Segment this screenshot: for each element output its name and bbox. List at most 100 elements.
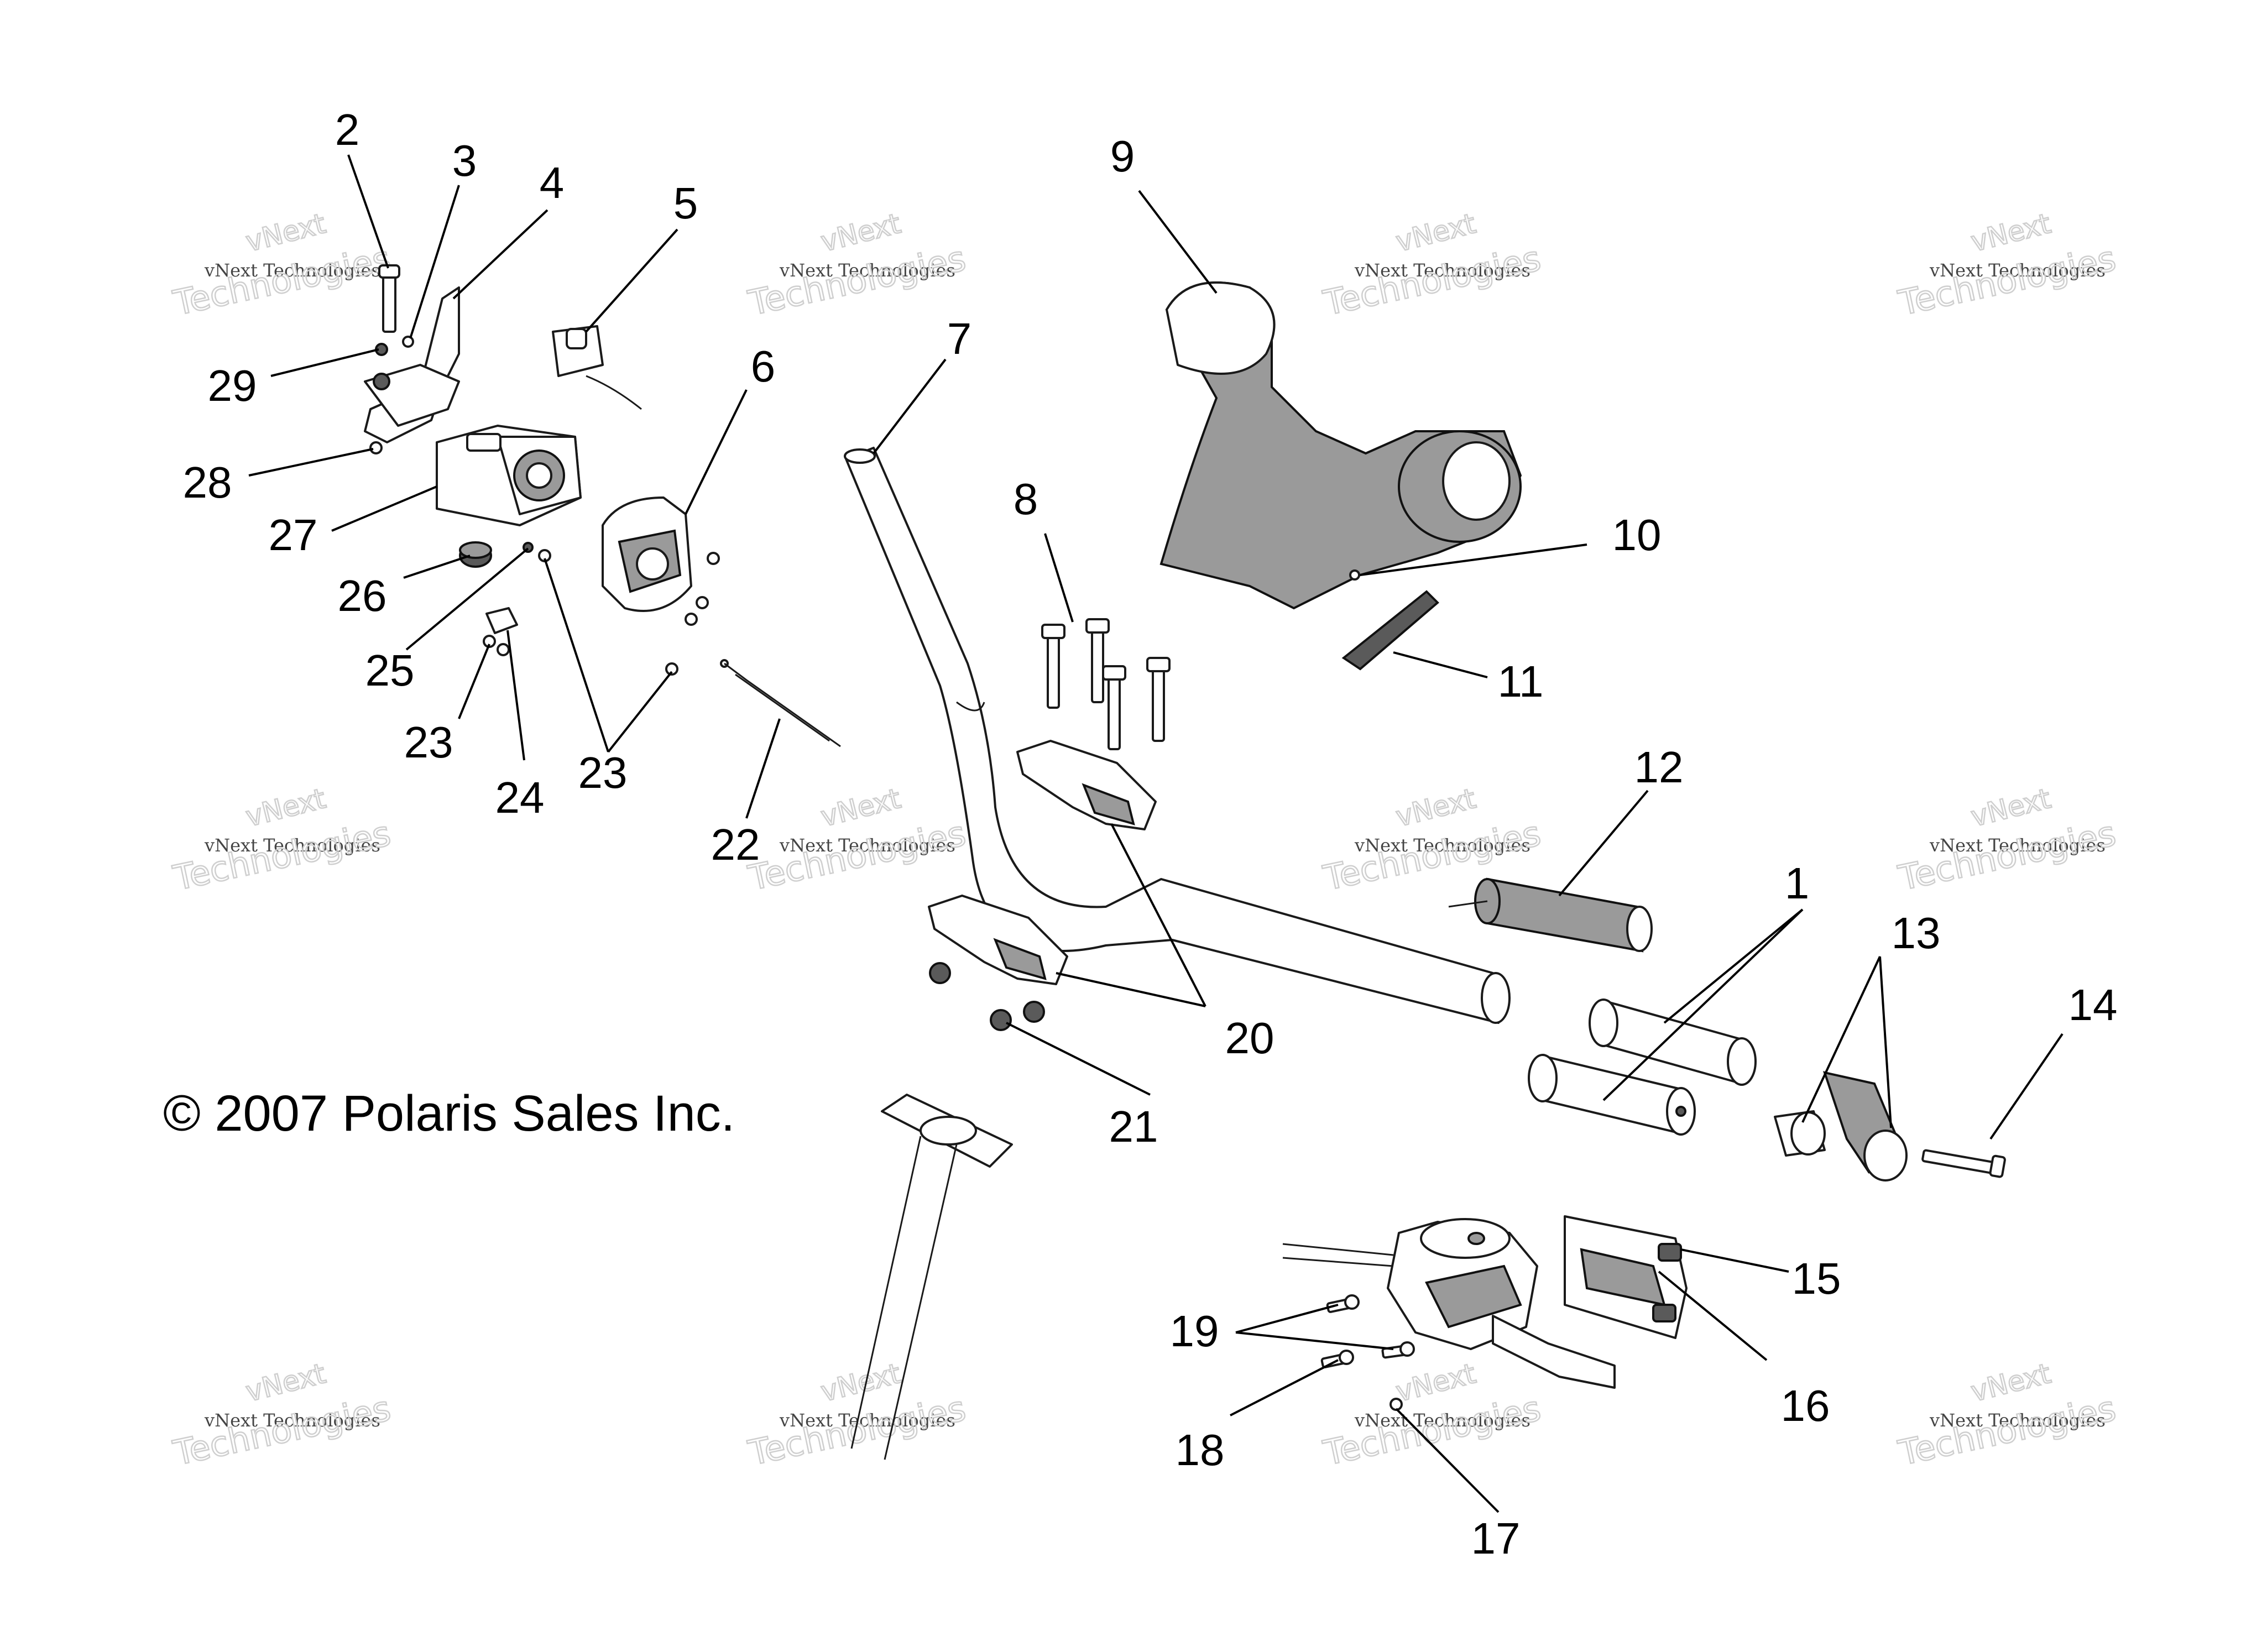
part-bar-ends-13	[1774, 1071, 1908, 1182]
svg-text:vNext Technologies: vNext Technologies	[779, 835, 955, 856]
svg-text:vNext: vNext	[818, 782, 904, 833]
part-pad-9	[1159, 281, 1522, 610]
callout-7: 7	[947, 314, 972, 363]
watermark: vNext vNext Technologies Technologies	[744, 782, 970, 899]
part-bolts-8	[1041, 618, 1171, 750]
part-screws-19	[1326, 1294, 1415, 1359]
watermark: vNext vNext Technologies Technologies	[169, 1357, 395, 1474]
callout-29: 29	[208, 361, 257, 410]
callout-23-b: 23	[404, 718, 453, 767]
svg-text:Technologies: Technologies	[1895, 813, 2119, 898]
svg-text:vNext Technologies: vNext Technologies	[1929, 1410, 2106, 1431]
part-bolt-14	[1921, 1149, 2006, 1178]
part-switch-5	[552, 325, 642, 410]
callout-28: 28	[183, 458, 232, 507]
part-cable-22	[720, 659, 841, 747]
callout-26: 26	[338, 571, 387, 620]
watermark: vNext vNext Technologies Technologies	[744, 207, 970, 324]
svg-text:vNext: vNext	[1968, 782, 2054, 833]
svg-text:vNext: vNext	[243, 1357, 329, 1408]
svg-text:Technologies: Technologies	[170, 238, 394, 323]
callout-3: 3	[452, 136, 477, 185]
svg-text:Technologies: Technologies	[1895, 1388, 2119, 1473]
callout-25: 25	[365, 646, 415, 695]
part-cap-26	[459, 541, 492, 568]
svg-text:vNext: vNext	[1968, 1357, 2054, 1408]
part-throttle-housing-27	[436, 425, 582, 526]
callout-4: 4	[540, 158, 565, 207]
svg-text:vNext: vNext	[818, 207, 904, 258]
watermark: vNext vNext Technologies Technologies	[1319, 207, 1545, 324]
part-switch-housing-15	[1564, 1215, 1688, 1339]
callout-21: 21	[1109, 1102, 1158, 1151]
svg-text:Technologies: Technologies	[170, 813, 394, 898]
callout-13: 13	[1892, 908, 1941, 958]
part-clamps-20	[928, 740, 1157, 985]
callout-18: 18	[1176, 1425, 1225, 1475]
svg-text:vNext Technologies: vNext Technologies	[1354, 835, 1531, 856]
svg-text:vNext: vNext	[1968, 207, 2054, 258]
watermark: vNext vNext Technologies Technologies	[1894, 207, 2120, 324]
svg-text:vNext: vNext	[1393, 782, 1479, 833]
svg-text:vNext Technologies: vNext Technologies	[1354, 260, 1531, 281]
svg-text:vNext Technologies: vNext Technologies	[1929, 260, 2106, 281]
svg-text:vNext: vNext	[243, 782, 329, 833]
watermark: vNext vNext Technologies Technologies	[1894, 782, 2120, 899]
part-screw-28	[369, 441, 383, 454]
svg-text:Technologies: Technologies	[170, 1388, 394, 1473]
callout-2: 2	[335, 105, 360, 154]
callout-11: 11	[1497, 657, 1543, 706]
watermark: vNext vNext Technologies Technologies	[1319, 782, 1545, 899]
part-grips-1	[1528, 998, 1757, 1136]
callout-24: 24	[495, 773, 545, 822]
leader-lines	[248, 154, 2064, 1513]
svg-text:Technologies: Technologies	[745, 238, 969, 323]
svg-text:vNext Technologies: vNext Technologies	[204, 835, 380, 856]
callout-19: 19	[1170, 1306, 1219, 1356]
callout-20: 20	[1225, 1013, 1274, 1063]
callout-14: 14	[2068, 980, 2118, 1029]
svg-text:Technologies: Technologies	[745, 1388, 969, 1473]
part-screw-17	[1390, 1398, 1403, 1411]
svg-text:vNext Technologies: vNext Technologies	[1929, 835, 2106, 856]
part-steering-post	[850, 1094, 1013, 1460]
svg-text:Technologies: Technologies	[1320, 238, 1544, 323]
part-washer-3	[402, 336, 414, 348]
svg-text:vNext: vNext	[1393, 207, 1479, 258]
callout-23: 23	[578, 748, 628, 797]
svg-text:Technologies: Technologies	[1320, 1388, 1544, 1473]
watermark: vNext vNext Technologies Technologies	[169, 207, 395, 324]
svg-text:vNext Technologies: vNext Technologies	[204, 260, 380, 281]
svg-text:vNext: vNext	[1393, 1357, 1479, 1408]
svg-text:vNext Technologies: vNext Technologies	[779, 260, 955, 281]
svg-text:vNext: vNext	[818, 1357, 904, 1408]
svg-text:vNext Technologies: vNext Technologies	[204, 1410, 380, 1431]
callouts: 1 2 3 4 5 6 7 8 9 10 11 12 13 14 15 16 1…	[183, 105, 2118, 1563]
part-plate-24	[483, 607, 678, 676]
callout-9: 9	[1110, 132, 1135, 181]
part-brake-assembly-16	[1282, 1218, 1616, 1389]
part-screw-18	[1320, 1350, 1354, 1368]
part-pin-10	[1349, 569, 1360, 581]
svg-text:Technologies: Technologies	[745, 813, 969, 898]
svg-text:vNext Technologies: vNext Technologies	[1354, 1410, 1531, 1431]
callout-15: 15	[1792, 1254, 1841, 1303]
part-nuts-21	[929, 962, 1045, 1031]
part-grip-12	[1448, 877, 1653, 953]
part-bolt-2	[378, 264, 400, 333]
callout-6: 6	[751, 342, 776, 391]
callout-27: 27	[269, 510, 318, 560]
callout-12: 12	[1634, 743, 1684, 792]
callout-17: 17	[1471, 1514, 1521, 1563]
watermark: vNext vNext Technologies Technologies	[1319, 1357, 1545, 1474]
part-cover-6	[602, 496, 720, 626]
callout-1: 1	[1785, 859, 1810, 908]
watermark: vNext vNext Technologies Technologies	[169, 782, 395, 899]
svg-text:vNext: vNext	[243, 207, 329, 258]
callout-22: 22	[711, 820, 760, 869]
svg-text:vNext Technologies: vNext Technologies	[779, 1410, 955, 1431]
svg-text:Technologies: Technologies	[1895, 238, 2119, 323]
callout-16: 16	[1781, 1381, 1830, 1430]
part-handlebar-7	[845, 447, 1500, 1024]
